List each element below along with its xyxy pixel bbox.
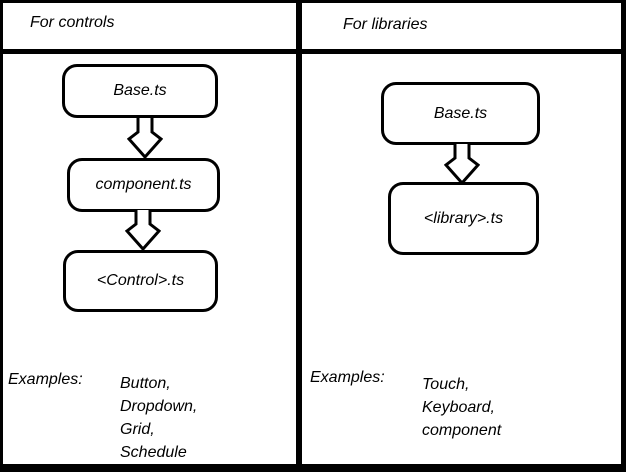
example-item: Button, [120, 375, 171, 392]
down-arrow-icon [127, 118, 163, 158]
flow-node-controls-control-ts: <Control>.ts [63, 250, 218, 312]
example-item: Grid, [120, 421, 155, 438]
examples-label-controls: Examples: [8, 371, 83, 388]
example-item: component [422, 422, 502, 439]
down-arrow-icon [444, 144, 480, 184]
examples-list-controls: Button, Dropdown, Grid, Schedule [120, 372, 197, 464]
example-item: Dropdown, [120, 398, 198, 415]
flow-node-controls-component-ts: component.ts [67, 158, 220, 212]
example-item: Touch, [422, 376, 470, 393]
panel-title-libraries: For libraries [343, 16, 428, 33]
example-item: Keyboard, [422, 399, 495, 416]
flow-node-libraries-base-ts: Base.ts [381, 82, 540, 145]
libraries-header-cell [302, 3, 621, 49]
flow-node-libraries-library-ts: <library>.ts [388, 182, 539, 255]
down-arrow-icon [125, 210, 161, 250]
flow-node-controls-base-ts: Base.ts [62, 64, 218, 118]
example-item: Schedule [120, 444, 187, 461]
examples-list-libraries: Touch, Keyboard, component [422, 373, 501, 442]
examples-label-libraries: Examples: [310, 369, 385, 386]
panel-title-controls: For controls [30, 14, 115, 31]
controls-header-cell [3, 3, 296, 49]
